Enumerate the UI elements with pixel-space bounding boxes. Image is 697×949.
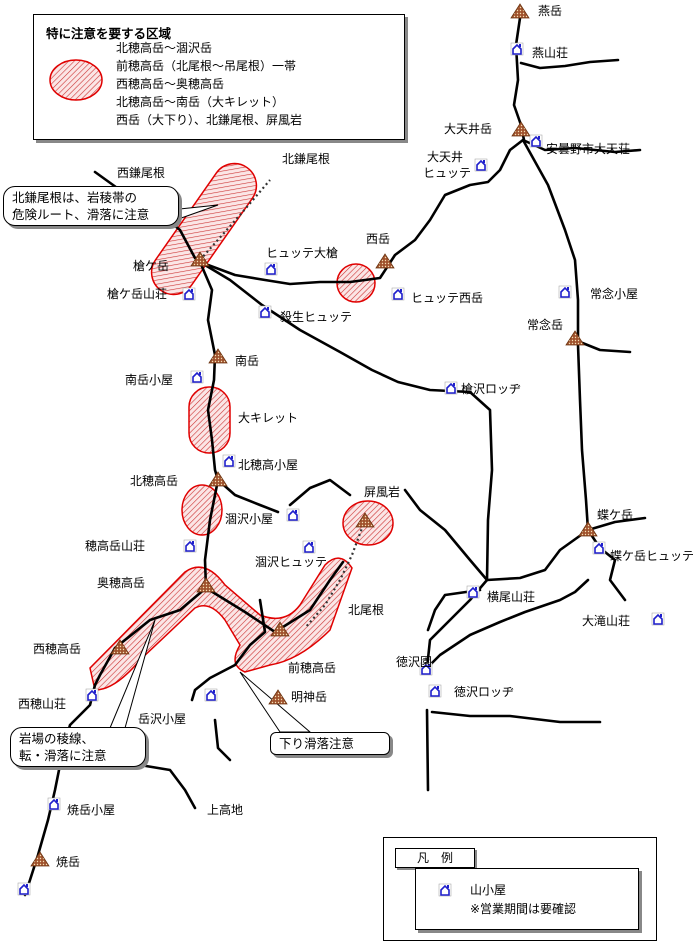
label-nishikama: 西鎌尾根	[117, 166, 166, 180]
callout-kitakama: 北鎌尾根は、岩稜帯の 危険ルート、滑落に注意	[3, 186, 179, 226]
peak-icon	[268, 689, 288, 705]
legend-line: 北穂高岳～南岳（大キレット）	[116, 95, 285, 109]
label-kitaone: 北尾根	[348, 603, 385, 617]
label-nishihotaka: 西穂高岳	[33, 642, 82, 656]
hazard-hotaka	[89, 557, 353, 691]
hut-icon	[183, 539, 197, 553]
label-maehotaka: 前穂高岳	[288, 661, 337, 675]
label-jonen-koya: 常念小屋	[590, 287, 639, 301]
map-key-note: ※営業期間は要確認	[470, 902, 577, 916]
label-yarisawa-lodge: 槍沢ロッヂ	[461, 382, 522, 396]
callout-line: 岩場の稜線、	[19, 731, 95, 746]
label-azumino-otenso: 安曇野市大天荘	[546, 142, 631, 156]
label-chogatake-hutte: 蝶ケ岳ヒュッテ	[610, 549, 695, 563]
map-key-title: 凡 例	[395, 848, 475, 868]
hut-icon	[651, 612, 665, 626]
hut-icon	[558, 285, 572, 299]
hut-icon	[510, 42, 524, 56]
label-myojindake: 明神岳	[291, 690, 328, 704]
label-otaki-sanso: 大滝山荘	[582, 614, 631, 628]
legend-line: 西岳（大下り）、北鎌尾根、屏風岩	[116, 113, 303, 127]
hut-icon	[222, 454, 236, 468]
callout-line: 下り滑落注意	[279, 736, 355, 751]
label-daikiretto: 大キレット	[238, 411, 299, 425]
label-okuhotaka: 奥穂高岳	[97, 576, 146, 590]
label-nishidake: 西岳	[366, 232, 391, 246]
hut-icon	[428, 684, 442, 698]
label-hutte-nishidake: ヒュッテ西岳	[411, 291, 484, 305]
map-key-hut-label: 山小屋	[470, 883, 507, 897]
hut-icon	[258, 305, 272, 319]
peak-icon	[208, 471, 228, 487]
callout-line: 転・滑落に注意	[19, 748, 107, 763]
peak-icon	[565, 330, 585, 346]
label-karasawa-hutte: 涸沢ヒュッテ	[255, 555, 328, 569]
hut-icon	[444, 381, 458, 395]
label-yokoo-sanso: 横尾山荘	[487, 590, 536, 604]
label-hotaka-sanso: 穂高岳山荘	[85, 539, 146, 553]
callout-iwaba: 岩場の稜線、 転・滑落に注意	[10, 727, 146, 767]
label-dakesawa-koya: 岳沢小屋	[138, 712, 187, 726]
peak-icon	[30, 851, 50, 867]
label-yakedake-koya: 焼岳小屋	[67, 803, 116, 817]
hut-icon	[190, 370, 204, 384]
label-kitahotaka-koya: 北穂高小屋	[238, 458, 299, 472]
map-key-content: 山小屋 ※営業期間は要確認	[415, 868, 639, 930]
callout-line: 危険ルート、滑落に注意	[12, 207, 150, 222]
label-enzanso: 燕山荘	[532, 46, 569, 60]
hut-icon	[204, 688, 218, 702]
label-nishihotaka-sanso: 西穂山荘	[18, 697, 67, 711]
hazard-legend: 特に注意を要する区域 北穂高岳～涸沢岳 前穂高岳（北尾根～吊尾根）一帯 西穂高岳…	[33, 14, 405, 140]
callout-line: 北鎌尾根は、岩稜帯の	[12, 190, 138, 205]
label-jonendake: 常念岳	[527, 318, 564, 332]
hut-icon	[302, 540, 316, 554]
hut-icon	[85, 688, 99, 702]
label-tokusawa-lodge: 徳沢ロッヂ	[454, 685, 515, 699]
label-minamidake: 南岳	[235, 354, 260, 368]
label-yarigatake-sanso: 槍ケ岳山荘	[107, 287, 168, 301]
label-tsubakuro: 燕岳	[538, 4, 563, 18]
hut-icon	[474, 158, 488, 172]
label-byobuiwa: 屏風岩	[364, 485, 401, 499]
label-yakedake: 焼岳	[56, 855, 81, 869]
legend-title: 特に注意を要する区域	[46, 26, 172, 41]
label-chogatake: 蝶ケ岳	[597, 508, 634, 522]
hut-icon	[182, 287, 196, 301]
label-sessho-hutte: 殺生ヒュッテ	[280, 310, 353, 324]
label-hutte-oyari: ヒュッテ大槍	[266, 246, 339, 260]
hut-icon	[438, 883, 452, 897]
hut-icon	[17, 882, 31, 896]
label-kitakama: 北鎌尾根	[282, 152, 331, 166]
hut-icon	[466, 585, 480, 599]
label-otenshodake: 大天井岳	[444, 122, 493, 136]
label-otensho-hutte: 大天井	[427, 150, 464, 164]
hut-icon	[529, 134, 543, 148]
peak-icon	[208, 348, 228, 364]
label-kitahotaka: 北穂高岳	[130, 474, 179, 488]
callout-kudari: 下り滑落注意	[270, 732, 390, 755]
hut-markers	[17, 42, 665, 896]
legend-line: 前穂高岳（北尾根～吊尾根）一帯	[116, 59, 297, 73]
hut-icon	[47, 797, 61, 811]
peak-icon	[511, 121, 531, 137]
label-karasawa-koya: 涸沢小屋	[225, 512, 274, 526]
dotted-trails	[199, 179, 367, 629]
label-yarigatake: 槍ケ岳	[133, 259, 170, 273]
peak-icon	[510, 3, 530, 19]
label-tokusawaen: 徳沢園	[396, 655, 433, 669]
hut-icon	[592, 541, 606, 555]
legend-line: 西穂高岳～奥穂高岳	[116, 77, 225, 91]
hut-icon	[264, 262, 278, 276]
label-otensho-hutte2: ヒュッテ	[423, 166, 472, 180]
legend-line: 北穂高岳～涸沢岳	[116, 41, 213, 55]
hazard-swatch-icon	[49, 59, 103, 101]
hut-icon	[391, 287, 405, 301]
label-kamikochi: 上高地	[207, 803, 244, 817]
trails	[23, 16, 647, 897]
label-minamidake-koya: 南岳小屋	[125, 373, 174, 387]
hut-icon	[286, 508, 300, 522]
hazard-kitahotaka	[181, 484, 223, 536]
